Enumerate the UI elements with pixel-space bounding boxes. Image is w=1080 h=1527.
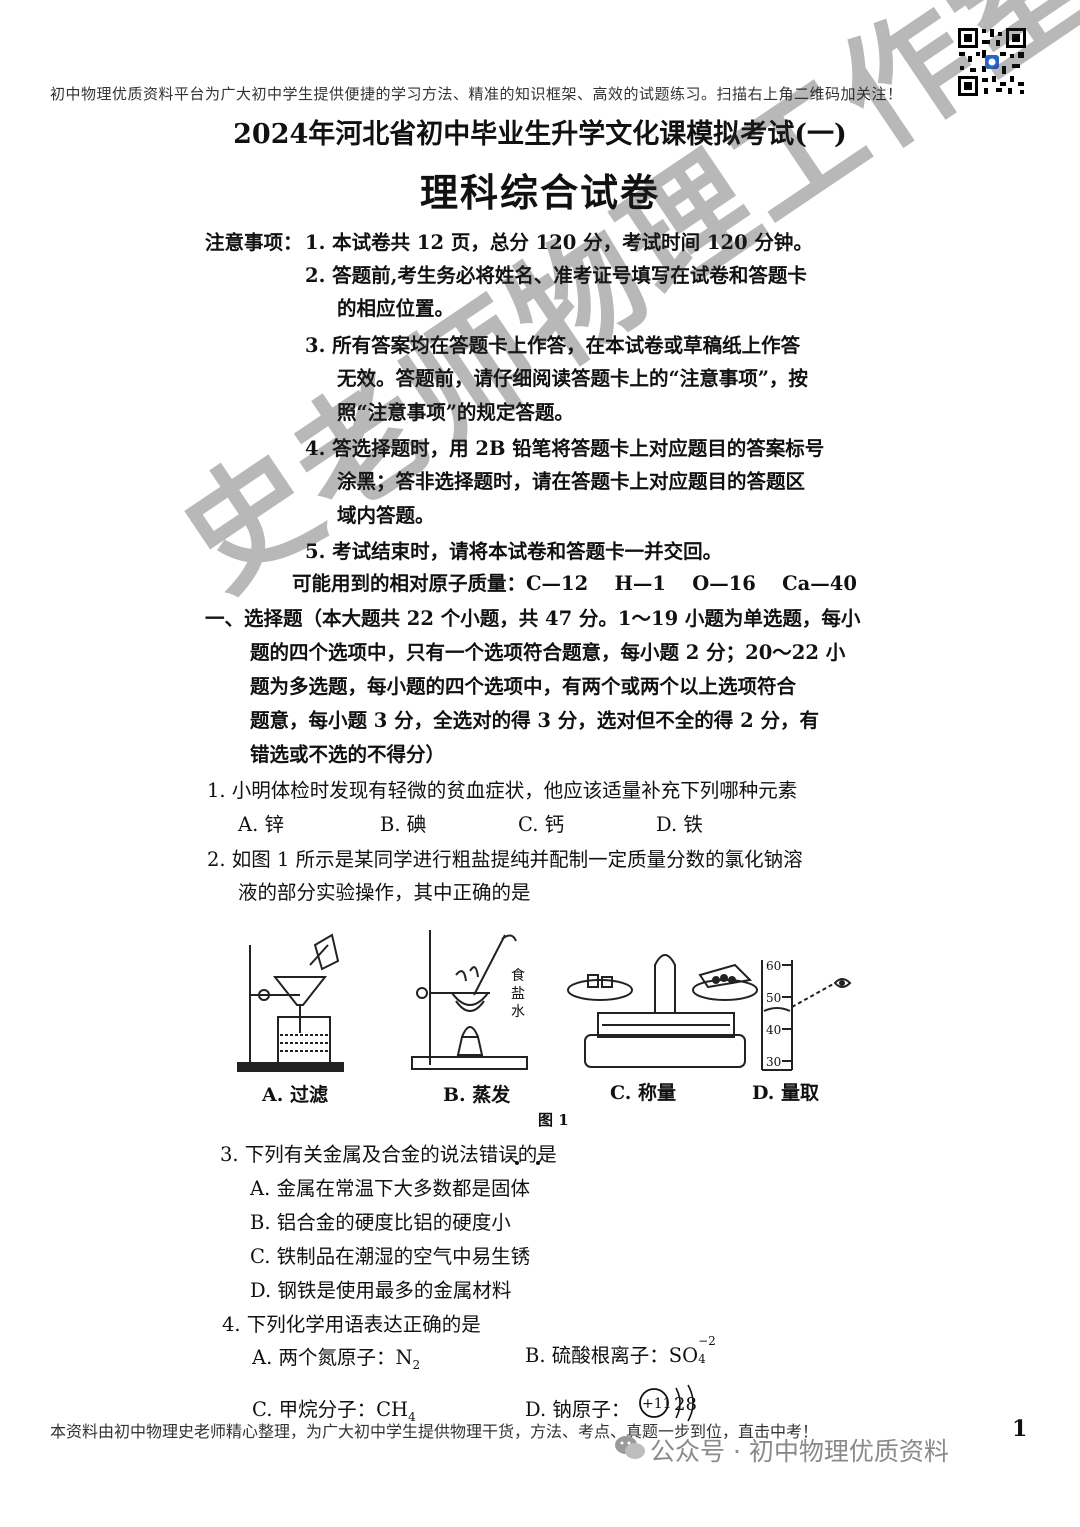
cylinder-tick-60: 60 [766,959,781,973]
section-1-line-5: 错选或不选的不得分） [250,743,446,766]
question-2-stem: 2. 如图 1 所示是某同学进行粗盐提纯并配制一定质量分数的氯化钠溶 [207,848,803,871]
notice-item-4: 4. 答选择题时，用 2B 铅笔将答题卡上对应题目的答案标号 [305,437,825,460]
question-3-option-d: D. 钢铁是使用最多的金属材料 [250,1279,512,1302]
emphasis-dot [536,1161,540,1165]
figure-panel-d: D. 量取 [752,1082,820,1104]
notice-item-2: 2. 答题前,考生务必将姓名、准考证号填写在试卷和答题卡 [305,264,807,287]
notice-item-3-cont: 无效。答题前，请仔细阅读答题卡上的“注意事项”，按 [337,367,808,390]
question-4-option-a: A. 两个氮原子：N2 [252,1341,420,1372]
question-1-option-b: B. 碘 [380,813,427,836]
notice-item-4-cont: 涂黑；答非选择题时，请在答题卡上对应题目的答题区 [337,470,806,493]
notice-label: 注意事项： [205,231,303,254]
qr-code-icon[interactable] [956,26,1028,98]
option-b-text: B. 硫酸根离子：SO [525,1344,699,1367]
measuring-cylinder [761,960,852,1071]
section-1-line-2: 题的四个选项中，只有一个选项符合题意，每小题 2 分；20～22 小 [250,641,846,664]
section-1-heading: 一、选择题（本大题共 22 个小题，共 47 分。1～19 小题为单选题，每小 [205,607,861,630]
exam-title: 2024年河北省初中毕业生升学文化课模拟考试(一) [233,119,847,150]
notice-item-3-cont2: 照“注意事项”的规定答题。 [337,401,574,424]
notice-item-3: 3. 所有答案均在答题卡上作答，在本试卷或草稿纸上作答 [305,334,801,357]
question-4-stem: 4. 下列化学用语表达正确的是 [222,1313,481,1336]
notice-item-1: 1. 本试卷共 12 页，总分 120 分，考试时间 120 分钟。 [305,231,813,254]
electron-shells-label: 28 [674,1394,697,1415]
question-1-stem: 1. 小明体检时发现有轻微的贫血症状，他应该适量补充下列哪种元素 [207,779,798,802]
cylinder-tick-40: 40 [766,1023,781,1037]
atomic-mass: 可能用到的相对原子质量：C—12 H—1 O—16 Ca—40 [292,572,857,595]
cylinder-tick-50: 50 [766,991,781,1005]
notice-item-4-cont2: 域内答题。 [337,504,435,527]
wechat-account: 公众号 · 初中物理优质资料 [650,1437,949,1466]
question-1-option-a: A. 锌 [238,813,284,836]
section-1-line-4: 题意，每小题 3 分，全选对的得 3 分，选对但不全的得 2 分，有 [250,709,819,732]
section-1-line-3: 题为多选题，每小题的四个选项中，有两个或两个以上选项符合 [250,675,797,698]
salt-label-3: 水 [511,1004,525,1020]
filtration-apparatus [237,933,344,1072]
option-a-text: A. 两个氮原子：N [252,1346,413,1369]
option-c-subscript: 4 [408,1409,416,1424]
option-c-text: C. 甲烷分子：CH [252,1398,409,1421]
question-3-stem: 3. 下列有关金属及合金的说法错误的是 [220,1143,557,1166]
question-4-option-b: B. 硫酸根离子：SO−2 4 [525,1334,716,1368]
option-b-superscript: −2 [698,1334,716,1348]
option-b-subscript: 4 [698,1352,706,1366]
notice-item-2-cont: 的相应位置。 [337,297,455,320]
figure-caption: 图 1 [538,1111,569,1129]
figure-panel-c: C. 称量 [610,1082,677,1104]
sodium-atom-diagram: +11 28 [639,1384,697,1422]
wechat-icon [614,1434,646,1466]
question-3-option-c: C. 铁制品在潮湿的空气中易生锈 [250,1245,531,1268]
figure-1-illustrations: 食 盐 水 60 50 40 30 [237,930,852,1072]
question-1-option-d: D. 铁 [656,813,703,836]
figure-panel-b: B. 蒸发 [443,1084,511,1106]
balance-apparatus [567,954,758,1068]
nucleus-label: +11 [642,1396,672,1412]
question-1-option-c: C. 钙 [518,813,565,836]
notice-item-5: 5. 考试结束时，请将本试卷和答题卡一并交回。 [305,540,723,563]
figure-panel-a: A. 过滤 [262,1084,328,1106]
emphasis-dot [515,1161,519,1165]
page-number: 1 [1012,1416,1028,1442]
question-4-option-c: C. 甲烷分子：CH4 [252,1393,416,1424]
header-note: 初中物理优质资料平台为广大初中学生提供便捷的学习方法、精准的知识框架、高效的试题… [50,85,903,103]
question-3-option-a: A. 金属在常温下大多数都是固体 [250,1177,530,1200]
evaporation-apparatus [411,930,528,1070]
salt-label-2: 盐 [511,986,525,1002]
paper-title: 理科综合试卷 [419,170,660,215]
question-4-option-d: D. 钠原子： [525,1398,631,1421]
salt-label-1: 食 [511,967,525,984]
cylinder-tick-30: 30 [766,1055,781,1069]
question-3-option-b: B. 铝合金的硬度比铝的硬度小 [250,1211,511,1234]
question-2-stem-cont: 液的部分实验操作，其中正确的是 [238,881,531,904]
option-a-subscript: 2 [412,1357,421,1372]
